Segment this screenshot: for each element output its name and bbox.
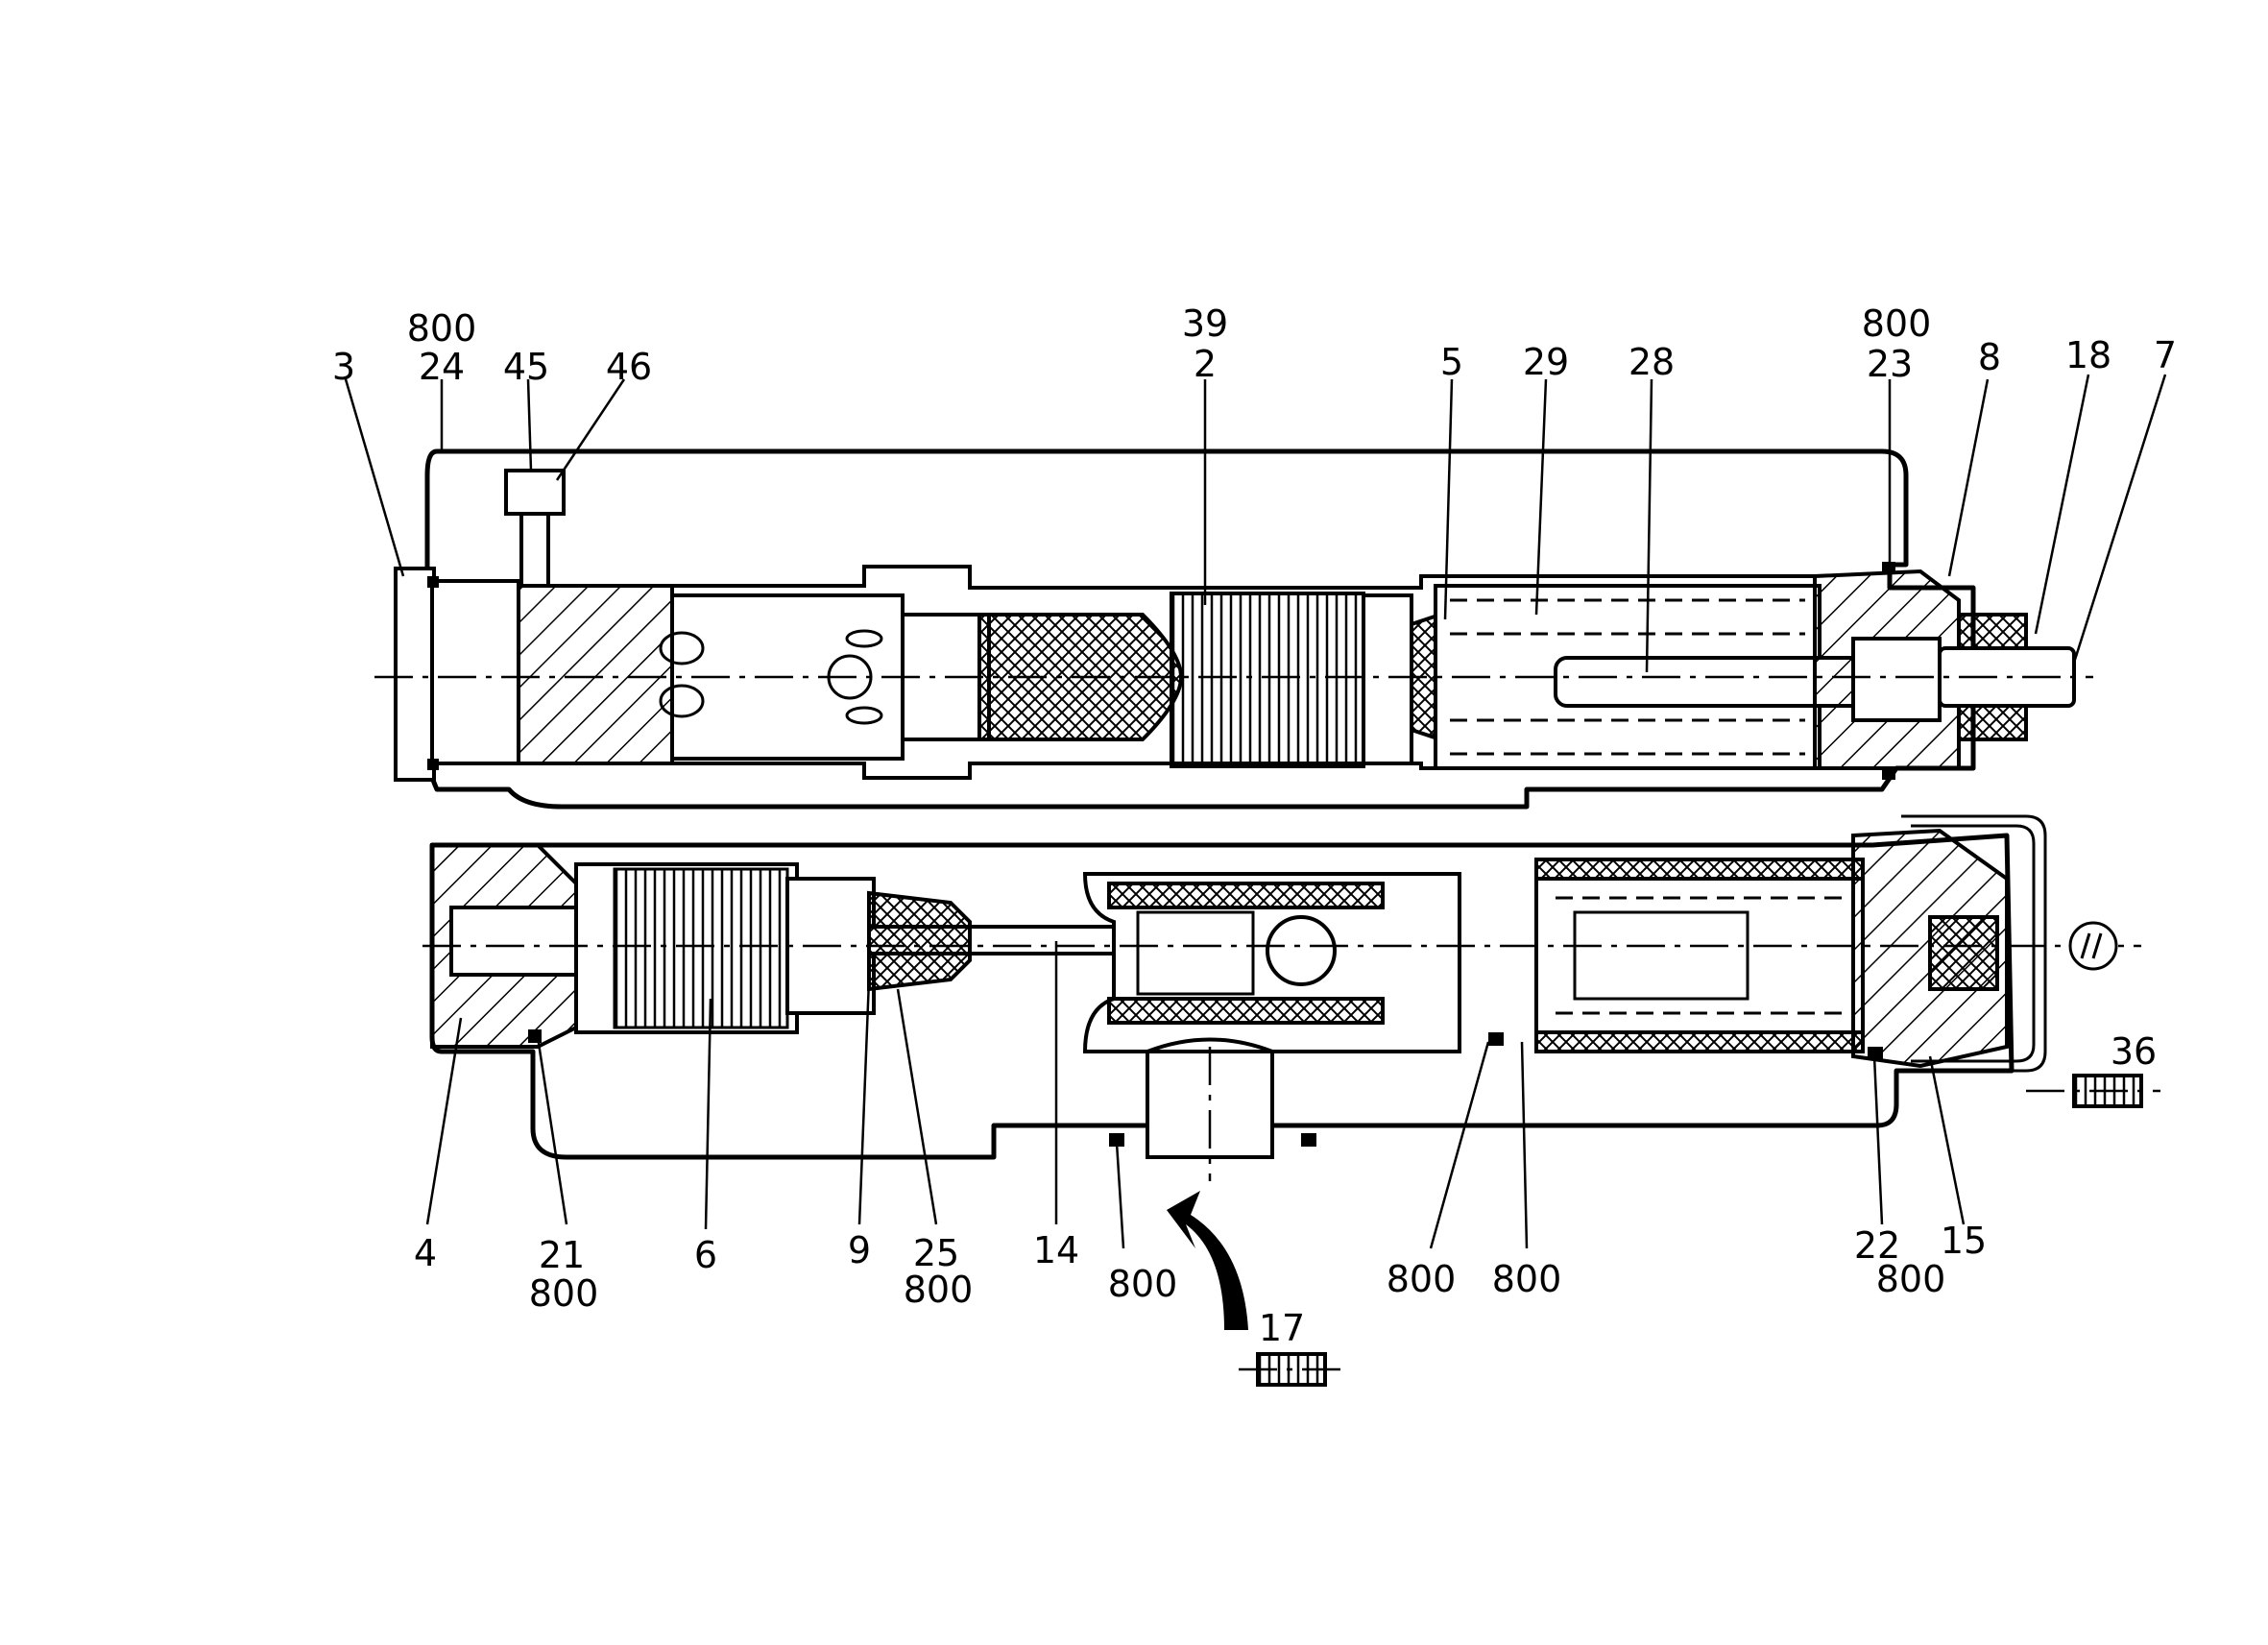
label-36: 36	[2111, 1030, 2157, 1073]
label-45: 45	[503, 346, 549, 388]
lower-valve-body	[422, 814, 2141, 1181]
upper-valve-body	[374, 448, 2093, 810]
label-2: 2	[1194, 343, 1217, 385]
label-28: 28	[1629, 341, 1675, 383]
label-800-bottom-25: 800	[904, 1269, 974, 1311]
label-800-top-right: 800	[1862, 302, 1932, 345]
label-800-bottom-center: 800	[1108, 1263, 1178, 1305]
label-46: 46	[606, 346, 652, 388]
label-8: 8	[1978, 336, 2001, 378]
label-6: 6	[694, 1234, 717, 1276]
label-7: 7	[2154, 334, 2177, 376]
label-17: 17	[1259, 1307, 1305, 1349]
label-800-bottom-21: 800	[529, 1272, 599, 1315]
label-21: 21	[539, 1234, 585, 1276]
label-25: 25	[913, 1232, 959, 1274]
label-3: 3	[332, 346, 355, 388]
label-15: 15	[1941, 1220, 1987, 1262]
part-labels: 800 3 24 45 46 39 2 5 29 28 800 23 8 18 …	[332, 302, 2177, 1349]
flow-arrow-icon	[1167, 1191, 1248, 1330]
label-800-top-left: 800	[407, 307, 477, 350]
plug-17	[1239, 1352, 1344, 1387]
label-14: 14	[1033, 1229, 1079, 1271]
label-4: 4	[414, 1232, 437, 1274]
label-800-bottom-22: 800	[1876, 1258, 1946, 1300]
label-9: 9	[848, 1229, 871, 1271]
label-23: 23	[1867, 343, 1913, 385]
leader-lines	[344, 374, 2167, 1249]
plug-36	[2026, 1074, 2160, 1108]
label-5: 5	[1440, 341, 1463, 383]
label-29: 29	[1523, 341, 1569, 383]
label-22: 22	[1854, 1224, 1900, 1267]
label-18: 18	[2065, 334, 2111, 376]
label-800-bottom-right-a: 800	[1387, 1258, 1457, 1300]
label-39: 39	[1182, 302, 1228, 345]
label-24: 24	[419, 346, 465, 388]
label-800-bottom-right-b: 800	[1492, 1258, 1562, 1300]
